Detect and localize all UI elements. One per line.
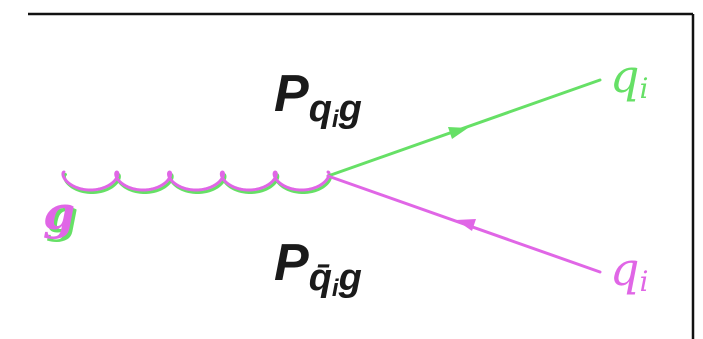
gluon-label-shadow: g — [46, 189, 78, 243]
antiquark-label: qi — [610, 242, 648, 298]
splitting-label-top: Pqig — [274, 65, 362, 133]
gluon-line — [61, 170, 331, 192]
splitting-label-bottom: Pq̄ig — [274, 234, 362, 302]
quark-arrow-icon — [448, 127, 468, 139]
antiquark-arrow-icon — [456, 219, 476, 231]
gluon-label: g — [43, 186, 75, 240]
quark-label: qi — [610, 49, 648, 105]
